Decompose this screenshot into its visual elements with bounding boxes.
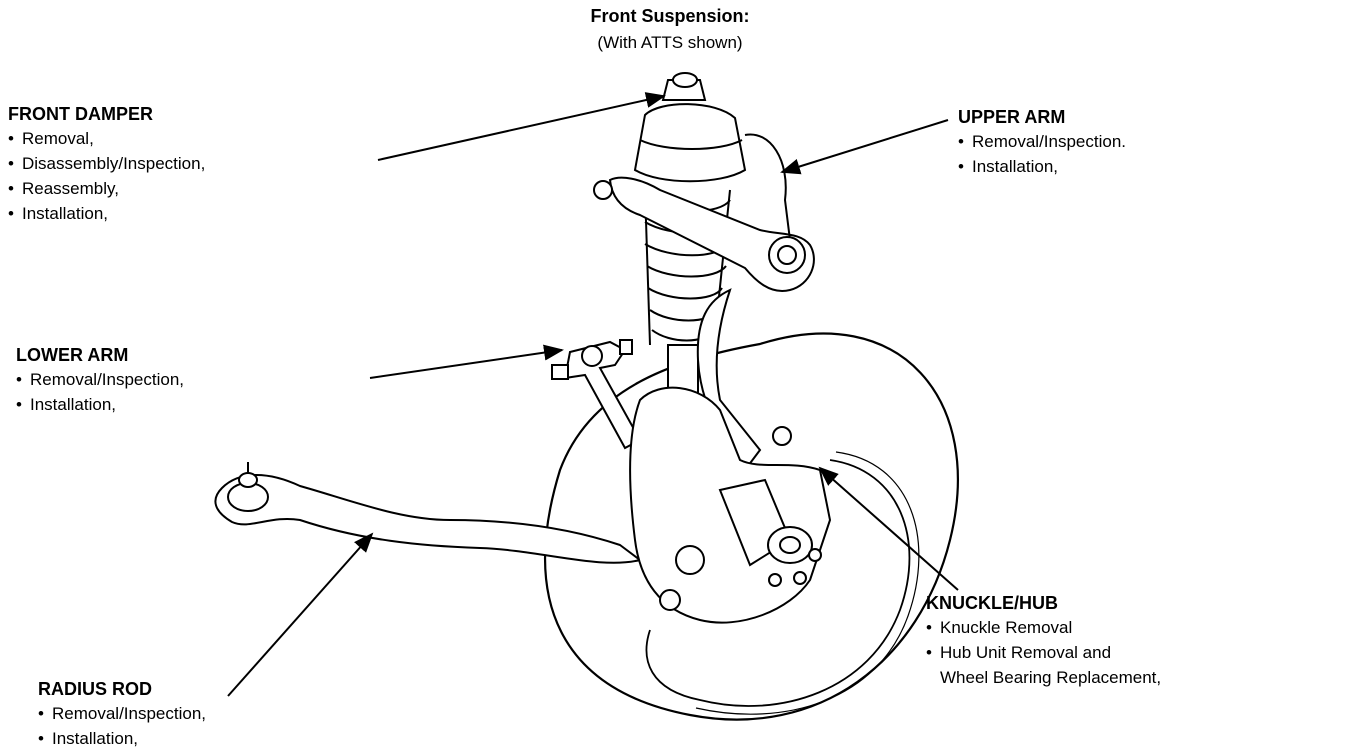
front-damper-list: •Removal, •Disassembly/Inspection, •Reas… [8, 126, 205, 226]
list-item: •Installation, [38, 729, 138, 748]
list-item: •Disassembly/Inspection, [8, 154, 206, 173]
lower-arm-part [551, 339, 642, 450]
upper-arm-callout: UPPER ARM •Removal/Inspection. •Installa… [958, 105, 1126, 179]
radius-rod-heading: RADIUS ROD [38, 679, 153, 699]
lower-arm-callout: LOWER ARM •Removal/Inspection, •Installa… [16, 343, 184, 417]
wheel-tire [544, 332, 959, 721]
upper-arm-part [593, 133, 815, 292]
front-damper-part [633, 72, 747, 406]
diagram-title: Front Suspension: [590, 6, 750, 26]
list-item: •Removal/Inspection, [38, 704, 207, 723]
list-item: •Installation, [958, 157, 1058, 176]
list-item: •Installation, [16, 395, 116, 414]
leader-lines [227, 92, 959, 697]
list-item: Wheel Bearing Replacement, [940, 668, 1162, 687]
upper-arm-list: •Removal/Inspection. •Installation, [958, 129, 1126, 179]
lower-arm-heading: LOWER ARM [16, 345, 129, 365]
front-damper-callout: FRONT DAMPER •Removal, •Disassembly/Insp… [8, 102, 205, 226]
front-damper-leader [377, 92, 666, 161]
knuckle-hub-heading: KNUCKLE/HUB [926, 593, 1058, 613]
list-item: •Hub Unit Removal and [926, 643, 1112, 662]
radius-rod-part [214, 462, 643, 564]
radius-rod-callout: RADIUS ROD •Removal/Inspection, •Install… [38, 677, 206, 751]
upper-arm-leader [780, 119, 949, 175]
lower-arm-leader [369, 344, 564, 379]
list-item: •Knuckle Removal [926, 618, 1073, 637]
list-item: •Reassembly, [8, 179, 119, 198]
list-item: •Removal/Inspection, [16, 370, 185, 389]
diagram-subtitle: (With ATTS shown) [597, 33, 743, 52]
radius-rod-leader [227, 532, 374, 697]
knuckle-hub-callout: KNUCKLE/HUB •Knuckle Removal •Hub Unit R… [926, 591, 1161, 690]
list-item: •Removal/Inspection. [958, 132, 1127, 151]
radius-rod-list: •Removal/Inspection, •Installation, [38, 701, 206, 751]
lower-arm-list: •Removal/Inspection, •Installation, [16, 367, 184, 417]
front-damper-heading: FRONT DAMPER [8, 104, 153, 124]
upper-arm-heading: UPPER ARM [958, 107, 1066, 127]
knuckle-hub-leader [818, 466, 959, 591]
list-item: •Installation, [8, 204, 108, 223]
list-item: •Removal, [8, 129, 94, 148]
knuckle-hub-list: •Knuckle Removal •Hub Unit Removal and W… [926, 615, 1161, 690]
knuckle-hub-part [629, 288, 832, 624]
